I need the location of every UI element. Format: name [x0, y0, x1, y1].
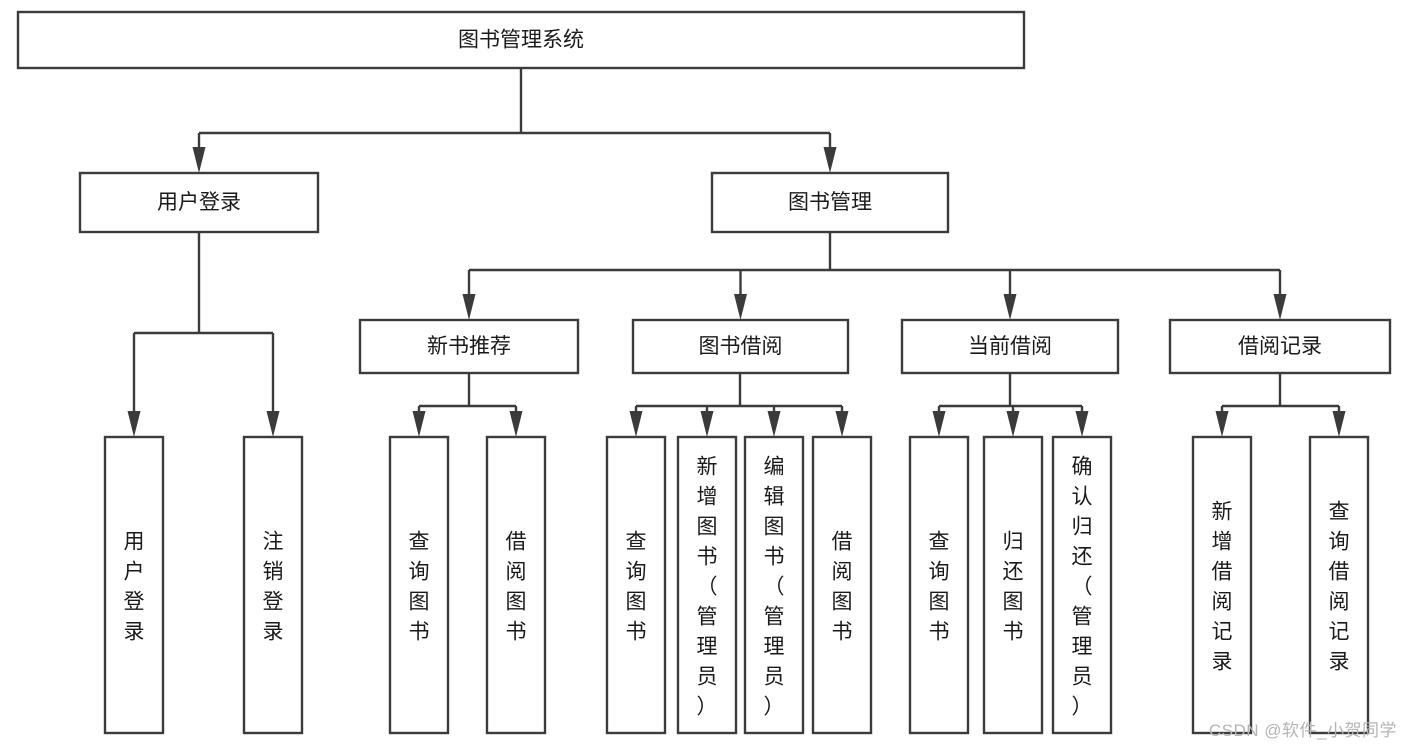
node-label-leaf-query-borrow-record: 查询借阅记录 — [1329, 500, 1350, 673]
arrow-book-borrow-to-leaf-query-book-2 — [629, 406, 643, 437]
node-label-leaf-return-book: 归还图书 — [1003, 530, 1024, 643]
node-book-management[interactable]: 图书管理 — [710, 171, 950, 234]
node-label-root: 图书管理系统 — [458, 29, 584, 52]
node-leaf-add-book-admin[interactable]: 新增图书（管理员） — [676, 435, 738, 735]
node-label-user-login: 用户登录 — [157, 191, 241, 214]
node-root[interactable]: 图书管理系统 — [16, 10, 1026, 70]
arrow-user-login-to-leaf-user-login — [127, 333, 141, 437]
node-leaf-query-borrow-record[interactable]: 查询借阅记录 — [1308, 435, 1370, 735]
arrow-book-borrow-to-leaf-add-book-admin — [700, 406, 714, 437]
node-label-leaf-add-borrow-record: 新增借阅记录 — [1212, 500, 1233, 673]
connector-bus-root — [199, 68, 830, 135]
node-leaf-query-book-1[interactable]: 查询图书 — [388, 435, 450, 735]
node-leaf-borrow-book-2[interactable]: 借阅图书 — [811, 435, 873, 735]
connector-bus-borrow-record — [1222, 373, 1339, 408]
node-leaf-borrow-book-1[interactable]: 借阅图书 — [485, 435, 547, 735]
node-label-book-borrow: 图书借阅 — [699, 335, 783, 358]
node-label-borrow-record: 借阅记录 — [1238, 335, 1322, 358]
node-label-leaf-confirm-return-admin: 确认归还（管理员） — [1072, 455, 1093, 718]
arrow-user-login-to-leaf-logout — [266, 333, 280, 437]
arrow-book-management-to-current-borrow — [1003, 270, 1017, 320]
node-label-leaf-borrow-book-2: 借阅图书 — [832, 530, 853, 643]
node-leaf-query-book-3[interactable]: 查询图书 — [908, 435, 970, 735]
node-leaf-confirm-return-admin[interactable]: 确认归还（管理员） — [1051, 435, 1113, 735]
connector-bus-new-book — [419, 373, 516, 408]
node-label-leaf-user-login: 用户登录 — [124, 530, 145, 643]
arrow-borrow-record-to-leaf-add-borrow-record — [1215, 406, 1229, 437]
arrow-book-management-to-book-borrow — [734, 270, 747, 320]
arrow-current-borrow-to-leaf-return-book — [1006, 406, 1020, 437]
connector-bus-book-management — [469, 232, 1280, 272]
node-leaf-query-book-2[interactable]: 查询图书 — [605, 435, 667, 735]
connector-bus-current-borrow — [939, 373, 1082, 408]
node-label-leaf-borrow-book-1: 借阅图书 — [506, 530, 527, 643]
connector-bus-user-login — [134, 232, 273, 335]
node-leaf-edit-book-admin[interactable]: 编辑图书（管理员） — [743, 435, 805, 735]
node-label-book-management: 图书管理 — [788, 191, 872, 214]
node-leaf-user-login[interactable]: 用户登录 — [103, 435, 165, 735]
arrow-new-book-recommend-to-leaf-borrow-book-1 — [509, 406, 523, 437]
arrow-book-borrow-to-leaf-borrow-book-2 — [835, 406, 849, 437]
arrow-new-book-recommend-to-leaf-query-book-1 — [412, 406, 426, 437]
node-label-leaf-query-book-3: 查询图书 — [929, 530, 950, 643]
arrow-root-to-user-login — [192, 133, 206, 173]
arrow-root-to-book-management — [823, 133, 837, 173]
node-label-leaf-query-book-2: 查询图书 — [626, 530, 647, 643]
arrow-borrow-record-to-leaf-query-borrow-record — [1332, 406, 1346, 437]
node-label-leaf-query-book-1: 查询图书 — [409, 530, 430, 643]
node-user-login[interactable]: 用户登录 — [78, 171, 320, 234]
node-leaf-return-book[interactable]: 归还图书 — [982, 435, 1044, 735]
connector-bus-book-borrow — [636, 373, 842, 408]
nodes-layer: 图书管理系统用户登录图书管理新书推荐图书借阅当前借阅借阅记录用户登录注销登录查询… — [16, 10, 1392, 735]
node-label-leaf-edit-book-admin: 编辑图书（管理员） — [764, 455, 785, 718]
arrow-book-borrow-to-leaf-edit-book-admin — [767, 406, 781, 437]
arrow-current-borrow-to-leaf-query-book-3 — [932, 406, 946, 437]
node-current-borrow[interactable]: 当前借阅 — [900, 318, 1120, 375]
node-leaf-logout[interactable]: 注销登录 — [242, 435, 304, 735]
node-book-borrow[interactable]: 图书借阅 — [631, 318, 850, 375]
node-label-current-borrow: 当前借阅 — [968, 335, 1052, 358]
node-new-book-recommend[interactable]: 新书推荐 — [358, 318, 580, 375]
connectors-layer — [127, 68, 1346, 437]
arrow-book-management-to-borrow-record — [1273, 270, 1287, 320]
node-leaf-add-borrow-record[interactable]: 新增借阅记录 — [1191, 435, 1253, 735]
node-label-leaf-add-book-admin: 新增图书（管理员） — [697, 455, 718, 718]
node-label-new-book-recommend: 新书推荐 — [427, 335, 511, 358]
node-label-leaf-logout: 注销登录 — [263, 530, 284, 643]
node-borrow-record[interactable]: 借阅记录 — [1168, 318, 1392, 375]
arrow-current-borrow-to-leaf-confirm-return-admin — [1075, 406, 1089, 437]
arrow-book-management-to-new-book-recommend — [462, 270, 476, 320]
